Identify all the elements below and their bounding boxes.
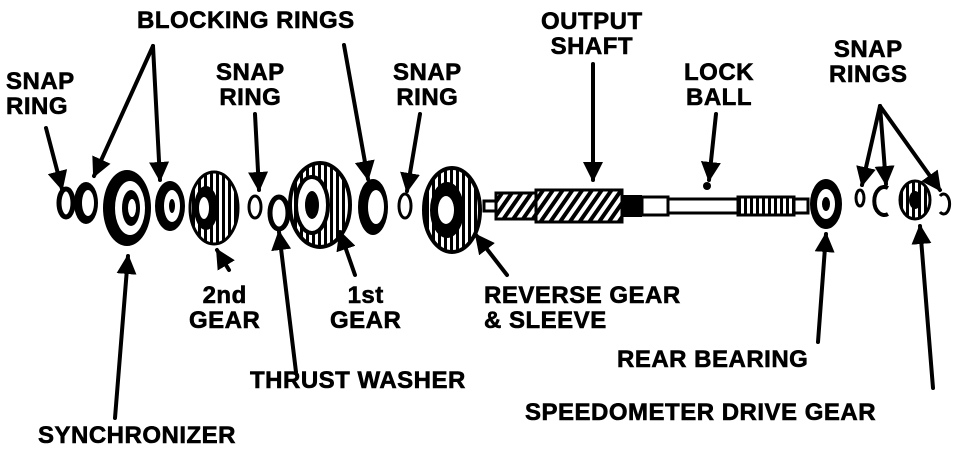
- first-gear-part: [288, 161, 352, 249]
- blocking-ring-mid-part: [155, 181, 185, 231]
- rear-bearing-part: [810, 179, 842, 229]
- label-speedometer-gear: SPEEDOMETER DRIVE GEAR: [525, 399, 877, 426]
- arrow-blocking-ring-right: [342, 43, 375, 181]
- label-output-shaft: OUTPUT SHAFT: [541, 8, 643, 60]
- arrow-snap-ring-left: [44, 126, 68, 191]
- label-thrust-washer: THRUST WASHER: [250, 367, 466, 394]
- arrow-synchronizer: [113, 254, 137, 420]
- snap-ring-mid2-part: [397, 192, 413, 220]
- snap-ring-mid1-part: [247, 194, 263, 220]
- label-snap-ring-left: SNAP RING: [6, 68, 75, 120]
- arrow-snap-ring-mid2: [400, 112, 422, 193]
- arrow-blocking-ring-left: [92, 44, 155, 178]
- arrow-thrust-washer: [271, 230, 298, 374]
- label-first-gear: 1st GEAR: [330, 282, 402, 334]
- arrow-reverse-gear: [474, 233, 509, 277]
- output-shaft-part: [482, 188, 810, 224]
- label-rear-bearing: REAR BEARING: [617, 346, 809, 373]
- arrow-second-gear: [215, 248, 235, 272]
- label-snap-rings-right: SNAP RINGS: [829, 36, 908, 88]
- snap-rings-right-part: [854, 185, 952, 217]
- label-snap-ring-mid2: SNAP RING: [393, 59, 462, 111]
- label-lock-ball: LOCK BALL: [684, 59, 754, 111]
- reverse-gear-part: [422, 166, 482, 254]
- thrust-washer-part: [267, 194, 291, 232]
- snap-ring-left-part: [56, 186, 76, 220]
- arrow-speedometer-gear: [911, 224, 935, 390]
- label-synchronizer: SYNCHRONIZER: [38, 422, 237, 449]
- speedometer-gear-part: [898, 179, 932, 221]
- arrow-rear-bearing: [814, 232, 835, 344]
- arrow-snap-ring-right-b: [874, 104, 895, 186]
- arrow-snap-ring-mid1: [248, 112, 269, 192]
- leader-arrows: [44, 43, 942, 420]
- blocking-ring-right-part: [358, 179, 388, 235]
- label-reverse-gear: REVERSE GEAR & SLEEVE: [484, 282, 681, 334]
- label-blocking-rings: BLOCKING RINGS: [137, 7, 355, 34]
- arrow-snap-ring-right-a: [856, 104, 882, 187]
- arrow-snap-ring-right-c: [878, 104, 942, 192]
- label-second-gear: 2nd GEAR: [189, 282, 261, 334]
- second-gear-part: [188, 170, 240, 246]
- synchronizer-part: [103, 170, 151, 246]
- lock-ball-part: [703, 182, 711, 190]
- arrow-lock-ball: [700, 112, 721, 182]
- arrow-first-gear: [336, 230, 357, 277]
- arrow-blocking-ring-mid: [149, 44, 170, 182]
- label-snap-ring-mid1: SNAP RING: [216, 59, 285, 111]
- blocking-ring-left-part: [74, 182, 98, 224]
